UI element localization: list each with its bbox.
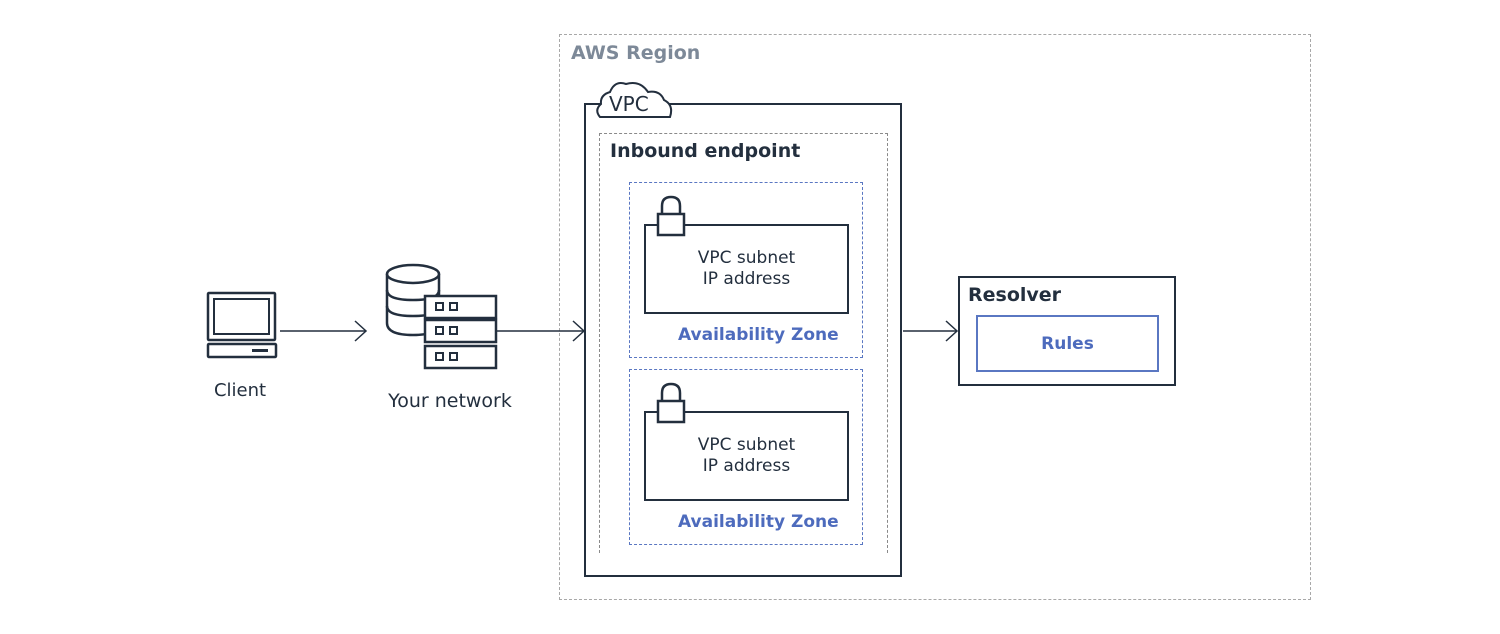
subnet-title: VPC subnet xyxy=(697,248,796,268)
subnet-ip-label: IP address xyxy=(702,456,791,476)
client-label: Client xyxy=(213,380,267,401)
availability-zone-label-2: Availability Zone xyxy=(678,512,839,532)
availability-zone-1 xyxy=(629,182,863,358)
laptop-icon xyxy=(206,291,278,359)
subnet-title: VPC subnet xyxy=(697,435,796,455)
resolver-container xyxy=(958,276,1176,386)
vpc-subnet-box-2: VPC subnet IP address xyxy=(644,411,849,501)
lock-icon xyxy=(656,382,686,424)
vpc-container xyxy=(584,103,902,577)
inbound-endpoint-label: Inbound endpoint xyxy=(610,140,801,162)
subnet-ip-label: IP address xyxy=(702,269,791,289)
vpc-label: VPC xyxy=(609,92,649,116)
arrow-vpc-to-resolver xyxy=(903,320,959,342)
lock-icon xyxy=(656,195,686,237)
rules-box: Rules xyxy=(976,315,1159,372)
availability-zone-2 xyxy=(629,369,863,545)
your-network-label: Your network xyxy=(388,390,512,412)
availability-zone-label-1: Availability Zone xyxy=(678,325,839,345)
server-stack-icon xyxy=(385,263,498,370)
aws-region-container xyxy=(559,34,1311,600)
vpc-subnet-box-1: VPC subnet IP address xyxy=(644,224,849,314)
arrow-network-to-vpc xyxy=(497,320,586,342)
aws-region-label: AWS Region xyxy=(571,42,701,64)
rules-label: Rules xyxy=(1041,333,1094,354)
resolver-label: Resolver xyxy=(968,284,1062,306)
vpc-cloud-icon xyxy=(596,82,673,118)
inbound-endpoint-container xyxy=(599,133,888,553)
arrow-client-to-network xyxy=(280,320,368,342)
